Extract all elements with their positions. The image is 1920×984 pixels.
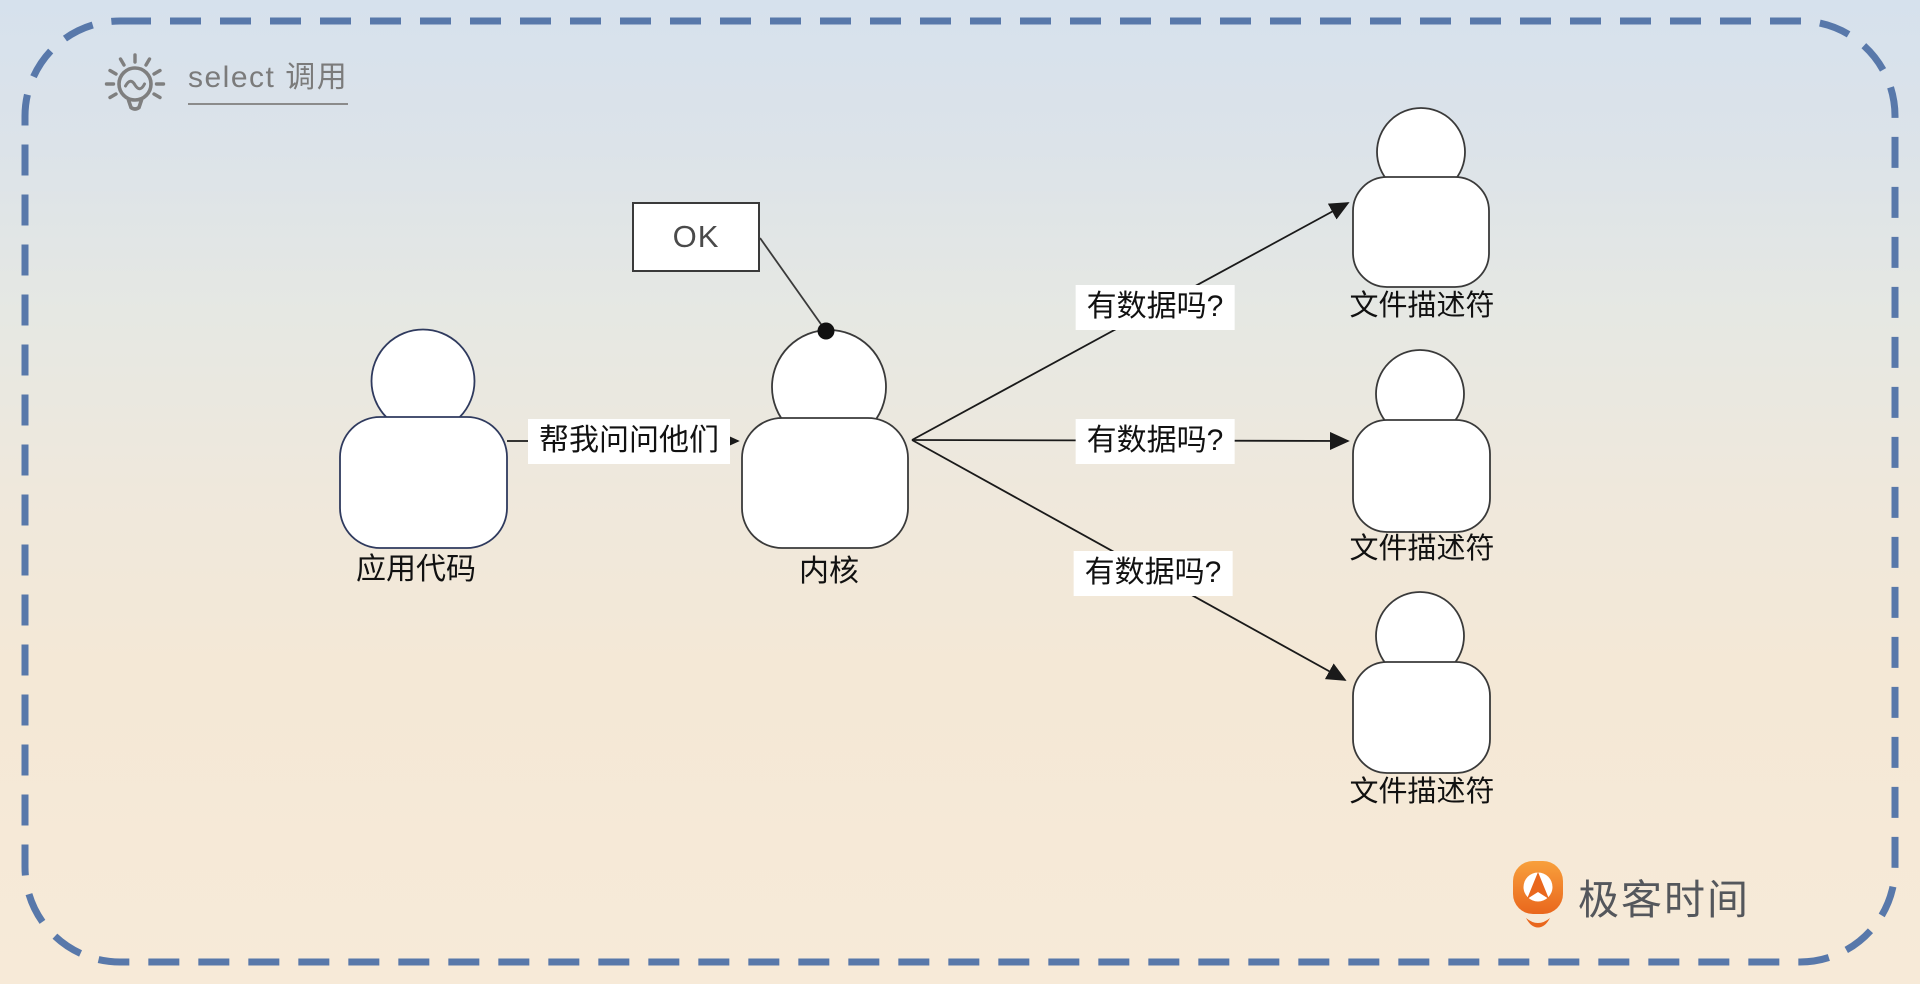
app-code-body	[339, 416, 508, 549]
page-title: select 调用	[188, 52, 349, 105]
ok-connector-line	[759, 237, 824, 328]
query-label-3: 有数据吗?	[1073, 551, 1233, 596]
query-label-1: 有数据吗?	[1075, 285, 1235, 330]
app-code-caption: 应用代码	[356, 553, 476, 586]
fd-figure-3	[1352, 591, 1491, 774]
fd-caption-3: 文件描述符	[1349, 776, 1495, 808]
fd3-body	[1352, 661, 1491, 774]
kernel-body	[741, 417, 909, 549]
kernel-figure	[741, 329, 909, 549]
app-code-figure	[339, 328, 508, 549]
fd-figure-2	[1352, 349, 1491, 533]
ok-callout-box: OK	[632, 202, 760, 272]
kernel-caption: 内核	[799, 555, 859, 588]
fd2-body	[1352, 419, 1491, 533]
fd-figure-1	[1352, 107, 1490, 288]
select-marker-dot	[817, 322, 835, 340]
geektime-logo-text: 极客时间	[1578, 877, 1750, 923]
fd1-body	[1352, 176, 1490, 288]
query-label-2: 有数据吗?	[1075, 419, 1235, 464]
geektime-logo-icon	[1513, 861, 1563, 928]
idea-bulb-icon	[104, 53, 166, 111]
request-arrow-label: 帮我问问他们	[528, 419, 730, 464]
fd-caption-1: 文件描述符	[1349, 290, 1495, 322]
dashed-frame-border	[21, 17, 1899, 966]
fd-caption-2: 文件描述符	[1349, 533, 1495, 565]
